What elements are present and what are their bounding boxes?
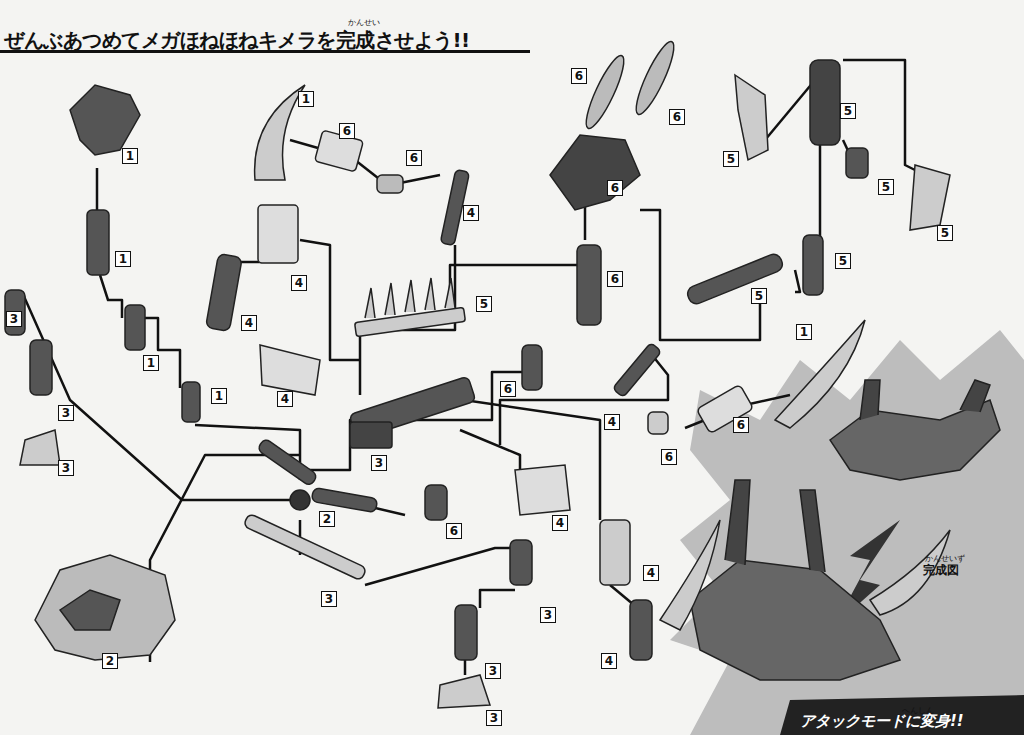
callout-number: 2 [102,653,118,669]
callout-number: 4 [463,205,479,221]
callout-number: 4 [241,315,257,331]
callout-number: 1 [115,251,131,267]
callout-number: 6 [661,449,677,465]
callout-number: 1 [143,355,159,371]
callout-number: 5 [878,179,894,195]
callout-number: 5 [476,296,492,312]
callout-number: 6 [607,180,623,196]
callout-number: 6 [733,417,749,433]
callout-number: 3 [371,455,387,471]
ruby-reading: かんせいず [925,553,965,564]
callout-number: 4 [291,275,307,291]
callout-number: 5 [723,151,739,167]
callout-number: 6 [669,109,685,125]
callout-number: 3 [540,607,556,623]
page-title: ぜんぶあつめてメガほねほねキメラを完成させよう!! [4,27,470,54]
callout-number: 5 [937,225,953,241]
callout-number: 6 [446,523,462,539]
callout-number: 3 [485,663,501,679]
callout-number: 1 [211,388,227,404]
callout-number: 3 [486,710,502,726]
callout-number: 3 [58,405,74,421]
callout-number: 5 [840,103,856,119]
callout-number: 6 [607,271,623,287]
callout-number: 4 [277,391,293,407]
ruby-reading: かんせい [348,17,380,28]
callout-number: 4 [643,565,659,581]
callout-number: 1 [122,148,138,164]
callout-number: 3 [321,591,337,607]
callout-number: 3 [6,311,22,327]
callout-number: 1 [298,91,314,107]
callout-number: 2 [319,511,335,527]
callout-number: 6 [406,150,422,166]
callout-number: 6 [339,123,355,139]
callout-number: 4 [552,515,568,531]
callout-number: 6 [500,381,516,397]
callout-number: 6 [571,68,587,84]
callout-number: 5 [751,288,767,304]
callout-number: 1 [796,324,812,340]
callout-number: 4 [604,414,620,430]
caption-text: 完成図 [923,562,959,579]
callout-number: 5 [835,253,851,269]
callout-number: 4 [601,653,617,669]
callout-number: 3 [58,460,74,476]
banner-text: アタックモードに変身!! [800,712,964,731]
